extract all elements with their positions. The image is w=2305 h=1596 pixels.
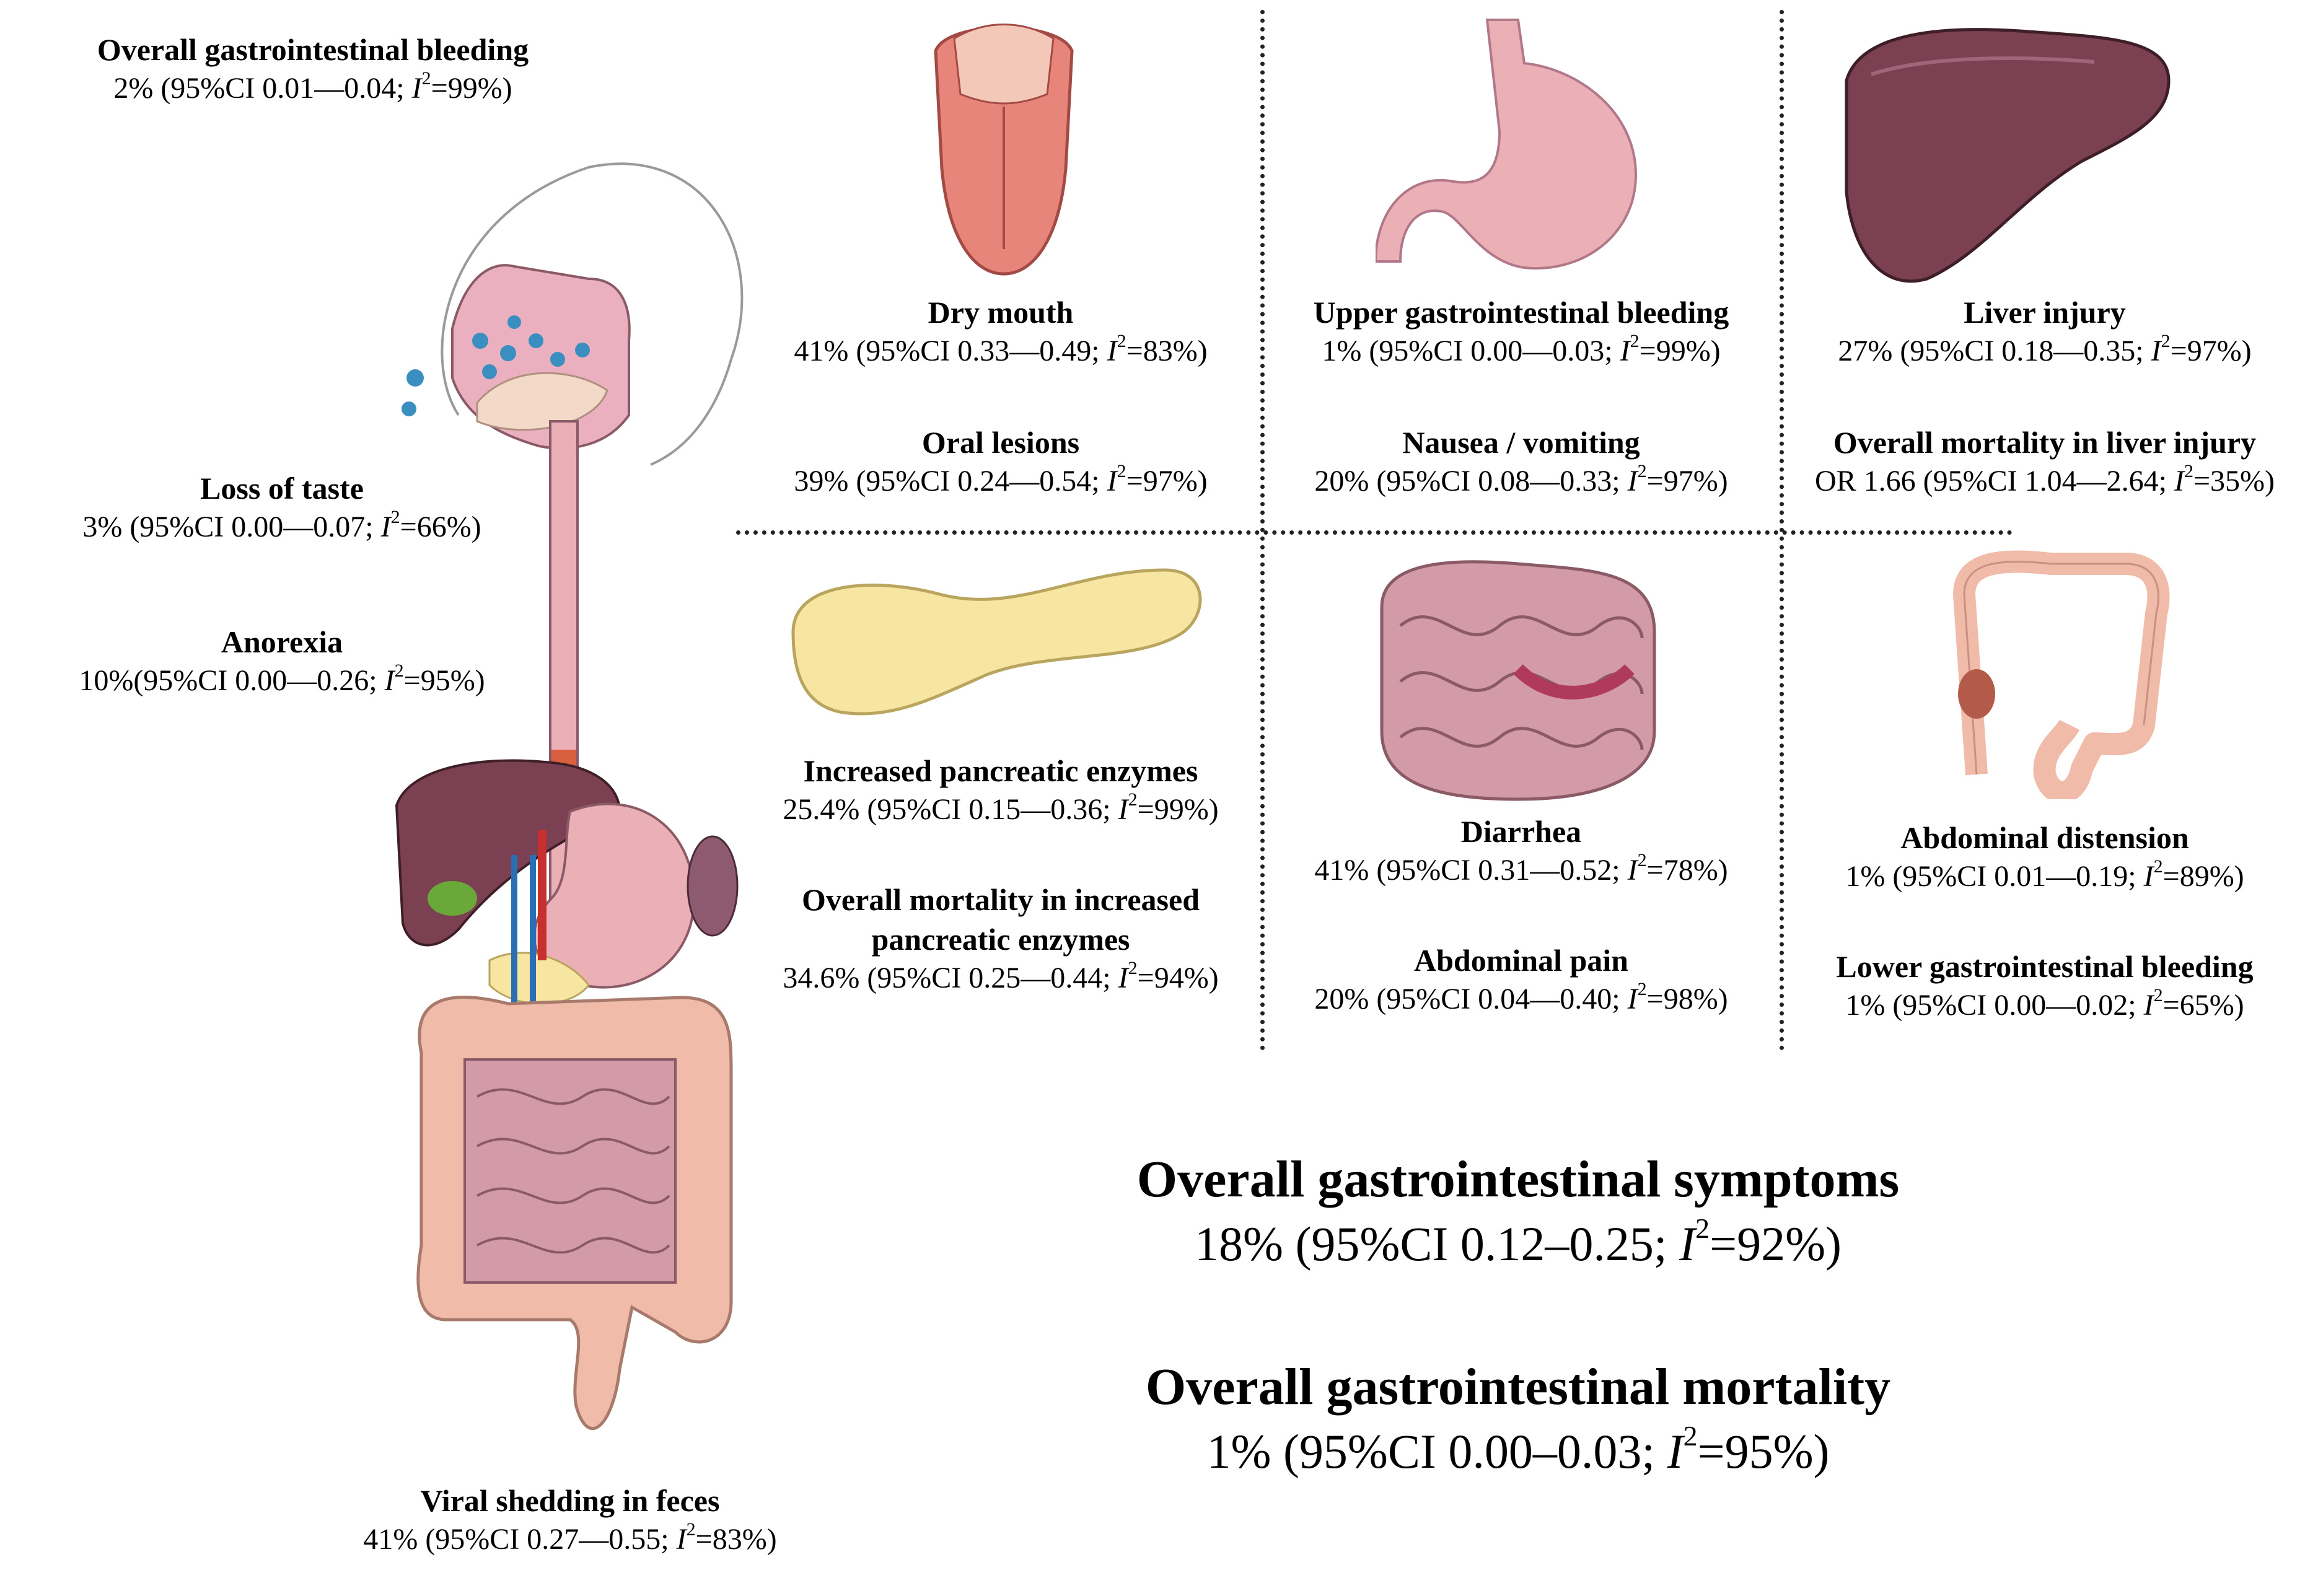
viral-shedding-title: Viral shedding in feces	[420, 1483, 720, 1518]
pancreatic-block: Increased pancreatic enzymes 25.4% (95%C…	[740, 751, 1261, 828]
overall-bleeding-value: 2% (95%CI 0.01—0.04; I2=99%)	[113, 68, 512, 105]
viral-shedding-block: Viral shedding in feces 41% (95%CI 0.27—…	[260, 1481, 880, 1558]
lower-bleeding-block: Lower gastrointestinal bleeding 1% (95%C…	[1785, 947, 2305, 1024]
loss-of-taste-value: 3% (95%CI 0.00—0.07; I2=66%)	[82, 507, 481, 544]
oral-lesions-block: Oral lesions 39% (95%CI 0.24—0.54; I2=97…	[740, 423, 1261, 500]
nausea-title: Nausea / vomiting	[1402, 425, 1640, 460]
stomach-organ-icon	[1376, 19, 1638, 270]
pancreatic-mortality-value: 34.6% (95%CI 0.25—0.44; I2=94%)	[783, 958, 1219, 995]
dry-mouth-value: 41% (95%CI 0.33—0.49; I2=83%)	[794, 331, 1208, 368]
small-intestine-illustration	[1380, 560, 1656, 801]
lower-bleeding-title: Lower gastrointestinal bleeding	[1836, 949, 2254, 984]
viral-shedding-value: 41% (95%CI 0.27—0.55; I2=83%)	[363, 1519, 777, 1556]
upper-bleeding-block: Upper gastrointestinal bleeding 1% (95%C…	[1264, 292, 1778, 370]
overall-bleeding-title: Overall gastrointestinal bleeding	[97, 32, 529, 67]
liver-mortality-value: OR 1.66 (95%CI 1.04—2.64; I2=35%)	[1814, 461, 2275, 498]
lower-bleeding-value: 1% (95%CI 0.00—0.02; I2=65%)	[1845, 985, 2244, 1022]
abdominal-pain-title: Abdominal pain	[1414, 943, 1628, 978]
tongue-side-icon	[476, 372, 608, 431]
pancreatic-mortality-title-line2: pancreatic enzymes	[871, 922, 1130, 957]
pancreatic-value: 25.4% (95%CI 0.15—0.36; I2=99%)	[783, 789, 1219, 826]
spleen-icon	[687, 835, 739, 937]
anorexia-title: Anorexia	[221, 625, 343, 659]
overall-mortality-value: 1% (95%CI 0.00–0.03; I2=95%)	[1206, 1419, 1830, 1478]
head-outline-icon	[441, 162, 744, 466]
liver-organ-icon	[1845, 28, 2171, 283]
overall-symptoms-value: 18% (95%CI 0.12–0.25; I2=92%)	[1194, 1212, 1842, 1271]
intestine-loops-icon	[476, 1088, 670, 1254]
abdominal-pain-block: Abdominal pain 20% (95%CI 0.04—0.40; I2=…	[1264, 940, 1778, 1018]
virus-particles-icon	[402, 315, 590, 416]
oral-lesions-title: Oral lesions	[921, 425, 1080, 460]
liver-injury-value: 27% (95%CI 0.18—0.35; I2=97%)	[1838, 331, 2252, 368]
pancreas-organ-icon	[791, 568, 1202, 716]
diarrhea-value: 41% (95%CI 0.31—0.52; I2=78%)	[1314, 850, 1728, 887]
small-intestine-icon	[463, 1058, 677, 1284]
nausea-block: Nausea / vomiting 20% (95%CI 0.08—0.33; …	[1264, 423, 1778, 500]
liver-mortality-title: Overall mortality in liver injury	[1833, 425, 2257, 460]
loss-of-taste-block: Loss of taste 3% (95%CI 0.00—0.07; I2=66…	[0, 468, 564, 546]
pancreas-illustration	[791, 568, 1202, 716]
small-intestine-organ-icon	[1380, 560, 1656, 801]
colon-organ-icon	[1953, 550, 2170, 799]
gallbladder-icon	[428, 881, 477, 916]
colon-lesion-icon	[1958, 669, 1995, 719]
tongue-illustration	[934, 24, 1074, 276]
distension-title: Abdominal distension	[1900, 820, 2189, 855]
stomach-illustration	[1376, 19, 1638, 270]
oral-lesions-value: 39% (95%CI 0.24—0.54; I2=97%)	[794, 461, 1208, 498]
overall-mortality-title: Overall gastrointestinal mortality	[1145, 1358, 1891, 1416]
diarrhea-title: Diarrhea	[1460, 814, 1582, 849]
digestive-system-illustration	[395, 162, 744, 1431]
overall-symptoms-block: Overall gastrointestinal symptoms 18% (9…	[991, 1146, 2045, 1274]
colon-illustration	[1953, 550, 2170, 799]
distension-value: 1% (95%CI 0.01—0.19; I2=89%)	[1845, 856, 2244, 893]
liver-injury-block: Liver injury 27% (95%CI 0.18—0.35; I2=97…	[1785, 292, 2305, 370]
overall-bleeding-block: Overall gastrointestinal bleeding 2% (95…	[0, 30, 626, 107]
pancreatic-mortality-block: Overall mortality in increased pancreati…	[740, 880, 1261, 997]
grid-divider-horizontal	[736, 530, 2013, 535]
diarrhea-block: Diarrhea 41% (95%CI 0.31—0.52; I2=78%)	[1264, 812, 1778, 889]
upper-bleeding-value: 1% (95%CI 0.00—0.03; I2=99%)	[1322, 331, 1721, 368]
overall-mortality-block: Overall gastrointestinal mortality 1% (9…	[991, 1354, 2045, 1482]
dry-mouth-block: Dry mouth 41% (95%CI 0.33—0.49; I2=83%)	[740, 292, 1261, 370]
liver-illustration	[1845, 28, 2171, 283]
anorexia-block: Anorexia 10%(95%CI 0.00—0.26; I2=95%)	[0, 622, 564, 699]
liver-injury-title: Liver injury	[1964, 295, 2126, 330]
pancreatic-mortality-title-line1: Overall mortality in increased	[801, 882, 1200, 917]
abdominal-pain-value: 20% (95%CI 0.04—0.40; I2=98%)	[1314, 979, 1728, 1016]
upper-bleeding-title: Upper gastrointestinal bleeding	[1313, 295, 1729, 330]
loss-of-taste-title: Loss of taste	[200, 471, 364, 506]
stomach-icon	[533, 802, 696, 989]
blood-vessels-icon	[511, 855, 536, 1022]
overall-symptoms-title: Overall gastrointestinal symptoms	[1136, 1151, 1900, 1208]
anorexia-value: 10%(95%CI 0.00—0.26; I2=95%)	[79, 660, 485, 698]
liver-mortality-block: Overall mortality in liver injury OR 1.6…	[1785, 423, 2305, 500]
pancreatic-title: Increased pancreatic enzymes	[803, 753, 1198, 788]
distension-block: Abdominal distension 1% (95%CI 0.01—0.19…	[1785, 818, 2305, 895]
nausea-value: 20% (95%CI 0.08—0.33; I2=97%)	[1314, 461, 1728, 498]
dry-mouth-title: Dry mouth	[928, 295, 1074, 330]
